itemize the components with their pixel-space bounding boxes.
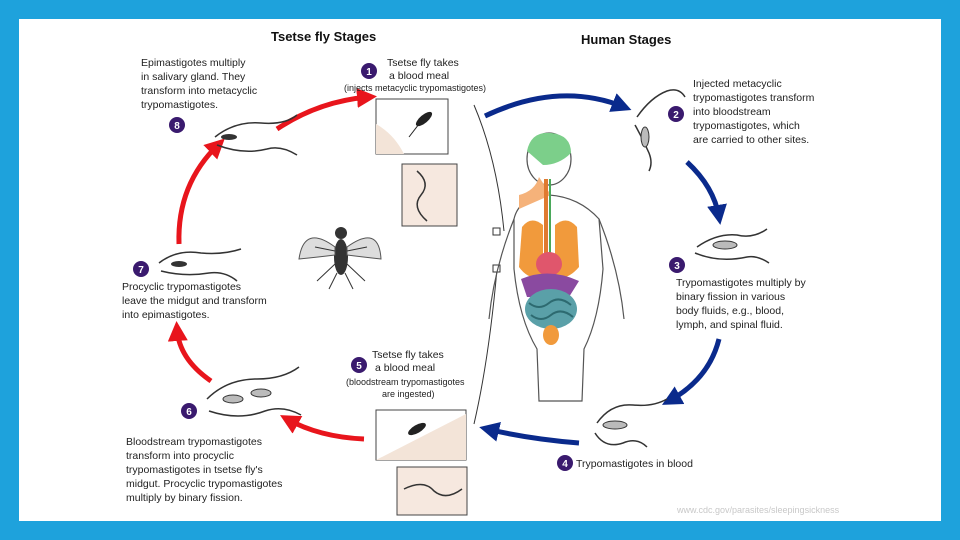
step-badge	[133, 261, 149, 277]
step-text: Epimastigotes multiply	[141, 57, 246, 69]
human-body-illustration	[488, 132, 625, 402]
step-text: transform into procyclic	[126, 450, 234, 462]
step-text: transform into metacyclic	[141, 85, 257, 97]
step-6: 6 Bloodstream trypomastigotes transform …	[126, 403, 282, 504]
step-text: Trypomastigotes multiply by	[676, 277, 806, 289]
bloodstream-trypomastigote-inset	[396, 466, 468, 516]
arrow-4-to-5	[479, 422, 580, 446]
step-note: (bloodstream trypomastigotes	[346, 377, 465, 387]
step-text: multiply by binary fission.	[126, 492, 243, 504]
life-cycle-diagram: Tsetse fly Stages Human Stages	[122, 29, 840, 516]
fly-feeding-inset-bottom	[375, 409, 467, 461]
step-text: Bloodstream trypomastigotes	[126, 436, 262, 448]
step-number: 5	[356, 361, 362, 372]
step-3: 3 Trypomastigotes multiply by binary fis…	[669, 257, 806, 331]
step-text: leave the midgut and transform	[122, 295, 267, 307]
step-number: 6	[186, 407, 192, 418]
step-text: are carried to other sites.	[693, 134, 809, 146]
step-text: Injected metacyclic	[693, 78, 782, 90]
step-number: 8	[174, 121, 180, 132]
step-number: 4	[562, 459, 568, 470]
bite-site-marker	[492, 227, 501, 236]
fly-feeding-inset-top	[375, 98, 449, 155]
step-number: 2	[673, 110, 679, 121]
arrow-1-to-2	[483, 93, 632, 119]
step-5: 5 Tsetse fly takes a blood meal (bloodst…	[346, 349, 465, 399]
step-7: 7 Procyclic trypomastigotes leave the mi…	[122, 261, 267, 321]
arrow-8-to-1	[275, 87, 377, 132]
tsetse-fly-illustration	[298, 227, 382, 290]
step-number: 1	[366, 67, 372, 78]
step-1: 1 Tsetse fly takes a blood meal (injects…	[344, 57, 486, 93]
step-text: trypomastigotes.	[141, 99, 218, 111]
parasite-stage-2	[634, 89, 686, 172]
step-number: 7	[138, 265, 144, 276]
arrow-6-to-7	[167, 321, 213, 384]
parasite-stage-4	[594, 398, 668, 448]
step-text: in salivary gland. They	[141, 71, 246, 83]
step-text: Procyclic trypomastigotes	[122, 281, 241, 293]
step-4: 4 Trypomastigotes in blood	[557, 455, 693, 471]
step-2: 2 Injected metacyclic trypomastigotes tr…	[668, 78, 815, 146]
parasite-stage-8	[214, 114, 298, 156]
human-stages-header: Human Stages	[581, 32, 671, 47]
arrow-5-to-6	[280, 415, 365, 442]
step-number: 3	[674, 261, 680, 272]
step-text: midgut. Procyclic trypomastigotes	[126, 478, 282, 490]
connector-line-top	[473, 104, 505, 232]
step-text: into epimastigotes.	[122, 309, 210, 321]
step-badge	[361, 63, 377, 79]
parasite-stage-6	[206, 366, 302, 417]
arrow-7-to-8	[176, 138, 225, 245]
step-note: are ingested)	[382, 389, 435, 399]
watermark: www.cdc.gov/parasites/sleepingsickness	[676, 505, 840, 515]
step-text: Tsetse fly takes	[387, 57, 459, 69]
step-text: trypomastigotes transform	[693, 92, 815, 104]
step-text: binary fission in various	[676, 291, 785, 303]
step-badge	[351, 357, 367, 373]
step-text: trypomastigotes, which	[693, 120, 800, 132]
step-text: into bloodstream	[693, 106, 771, 118]
step-text: a blood meal	[389, 70, 449, 82]
step-badge	[169, 117, 185, 133]
trypomastigote-inset	[401, 163, 458, 227]
step-badge	[669, 257, 685, 273]
step-text: Trypomastigotes in blood	[576, 458, 693, 470]
step-text: Tsetse fly takes	[372, 349, 444, 361]
tsetse-stages-header: Tsetse fly Stages	[271, 29, 376, 44]
step-badge	[181, 403, 197, 419]
parasite-stage-3	[694, 228, 770, 264]
step-text: lymph, and spinal fluid.	[676, 319, 783, 331]
step-badge	[557, 455, 573, 471]
connector-line-bottom	[473, 268, 498, 425]
step-text: body fluids, e.g., blood,	[676, 305, 784, 317]
step-text: a blood meal	[375, 362, 435, 374]
slide: Tsetse fly Stages Human Stages	[19, 19, 941, 521]
parasite-stage-7	[158, 248, 242, 282]
step-note: (injects metacyclic trypomastigotes)	[344, 83, 486, 93]
arrow-3-to-4	[661, 338, 722, 405]
step-text: trypomastigotes in tsetse fly's	[126, 464, 263, 476]
step-8: Epimastigotes multiply in salivary gland…	[141, 57, 257, 133]
arrow-2-to-3	[685, 160, 727, 225]
step-badge	[668, 106, 684, 122]
